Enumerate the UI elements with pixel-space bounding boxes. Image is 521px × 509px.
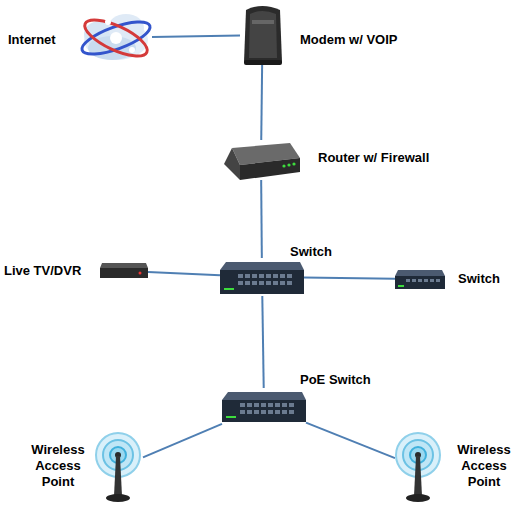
network-device: Internet bbox=[80, 5, 152, 70]
dvr-icon bbox=[100, 263, 148, 278]
device-label: Switch bbox=[290, 244, 332, 260]
network-cable bbox=[260, 180, 263, 258]
wireless-access-point-icon bbox=[96, 433, 140, 502]
network-device: PoE Switch bbox=[222, 388, 306, 424]
device-label: PoE Switch bbox=[300, 372, 371, 388]
device-label: Router w/ Firewall bbox=[318, 150, 429, 166]
switch-icon bbox=[395, 270, 445, 289]
router-icon bbox=[224, 143, 300, 180]
device-label: Wireless Access Point bbox=[25, 442, 91, 490]
device-label: Wireless Access Point bbox=[451, 442, 517, 490]
network-device: Wireless Access Point bbox=[395, 432, 445, 504]
network-device: Wireless Access Point bbox=[93, 432, 143, 504]
wireless-access-point-icon bbox=[396, 433, 440, 502]
switch-icon bbox=[220, 262, 304, 294]
internet-cloud bbox=[78, 13, 153, 63]
device-label: Switch bbox=[458, 271, 500, 287]
modem-icon bbox=[244, 6, 282, 65]
network-device: Live TV/DVR bbox=[98, 262, 148, 280]
network-cable bbox=[260, 65, 263, 140]
network-cable bbox=[304, 278, 395, 279]
network-cable bbox=[148, 272, 220, 275]
network-cable bbox=[262, 296, 263, 388]
network-cable bbox=[306, 423, 395, 458]
network-cable bbox=[143, 424, 222, 458]
network-cable bbox=[152, 35, 240, 37]
network-device: Router w/ Firewall bbox=[222, 140, 300, 180]
network-device: Switch bbox=[220, 258, 304, 296]
device-label: Internet bbox=[8, 32, 56, 48]
network-device: Switch bbox=[395, 268, 445, 290]
network-device: Modem w/ VOIP bbox=[240, 5, 285, 65]
device-label: Modem w/ VOIP bbox=[300, 32, 398, 48]
device-label: Live TV/DVR bbox=[4, 263, 81, 279]
poe-switch-icon bbox=[222, 392, 306, 422]
